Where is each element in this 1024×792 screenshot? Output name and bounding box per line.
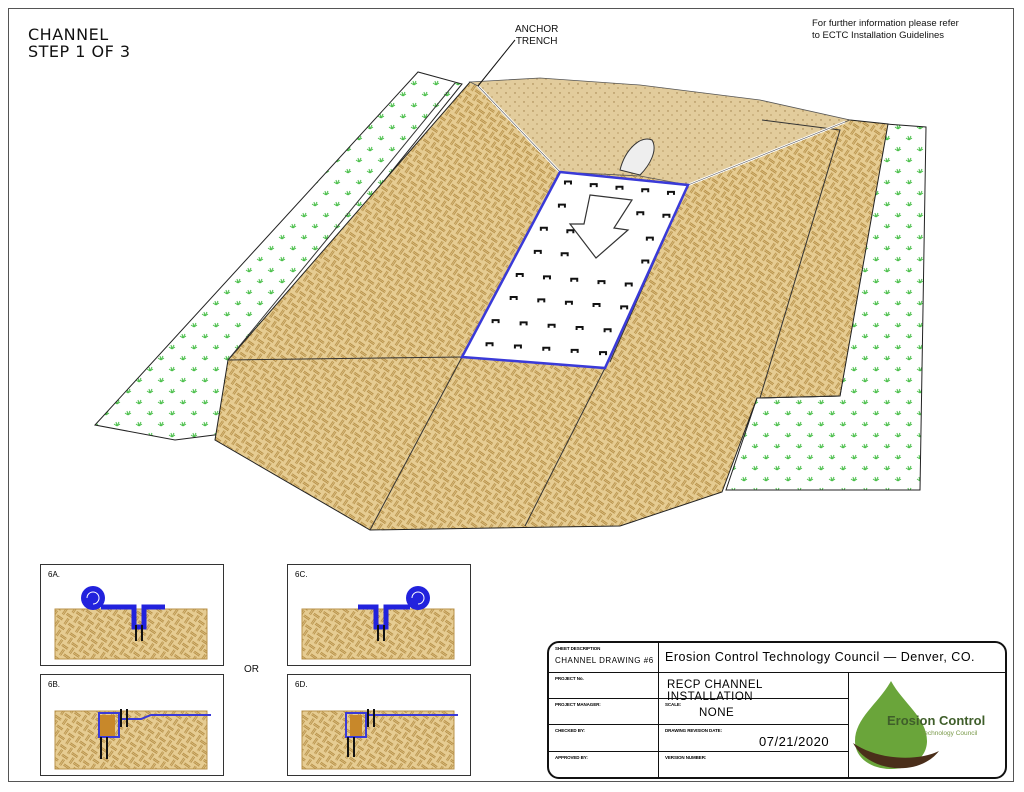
staple-mark: [563, 180, 572, 185]
field-label: PROJECT MANAGER:: [555, 702, 601, 707]
or-label: OR: [244, 664, 259, 675]
anchor-trench-callout: ANCHOR TRENCH: [515, 24, 558, 48]
staple-mark: [564, 300, 573, 305]
staple-mark: [515, 272, 524, 277]
organization-cell: Erosion Control Technology Council — Den…: [659, 643, 1005, 673]
title-line: CHANNEL: [28, 25, 109, 44]
erosion-control-blanket: [460, 170, 690, 370]
field-label: SHEET DESCRIPTION: [555, 646, 601, 651]
field-label: SCALE:: [665, 702, 682, 707]
detail-6a: 6A.: [40, 564, 224, 666]
step-label: STEP 1 OF 3: [28, 42, 131, 61]
staple-mark: [624, 282, 633, 287]
staple-mark: [570, 277, 579, 282]
callout-line: TRENCH: [515, 36, 558, 47]
staple-mark: [547, 323, 556, 328]
scale-cell: SCALE: NONE: [659, 699, 849, 725]
staple-mark: [589, 183, 598, 188]
staple-mark: [513, 344, 522, 349]
staple-mark: [509, 296, 518, 301]
staple-mark: [597, 280, 606, 285]
note-line: For further information please refer: [812, 18, 959, 29]
organization-name: Erosion Control Technology Council — Den…: [665, 650, 976, 664]
staple-mark: [615, 185, 624, 190]
note-line: to ECTC Installation Guidelines: [812, 30, 945, 41]
title-block: SHEET DESCRIPTION CHANNEL DRAWING #6 Ero…: [547, 641, 1007, 779]
staple-mark: [570, 348, 579, 353]
blanket-roll: [619, 138, 655, 176]
staple-mark: [641, 259, 650, 264]
staple-mark: [539, 226, 548, 231]
reference-note: For further information please refer to …: [812, 18, 959, 42]
sheet-description: CHANNEL DRAWING #6: [555, 656, 654, 665]
field-label: APPROVED BY:: [555, 755, 588, 760]
staple-mark: [645, 236, 654, 241]
project-name-cell: RECP CHANNEL INSTALLATION: [659, 673, 849, 703]
staple-mark: [560, 252, 569, 257]
detail-6d: 6D.: [287, 674, 471, 776]
version-cell: VERSION NUMBER:: [659, 752, 849, 777]
field-label: CHECKED BY:: [555, 728, 585, 733]
field-label: VERSION NUMBER:: [665, 755, 707, 760]
staple-mark: [636, 211, 645, 216]
staple-mark: [542, 346, 551, 351]
scale-value: NONE: [699, 707, 735, 719]
staple-mark: [542, 275, 551, 280]
staple-mark: [557, 203, 566, 208]
svg-text:Erosion Control: Erosion Control: [887, 713, 985, 728]
flow-direction-arrow: [568, 194, 634, 259]
staple-mark: [603, 328, 612, 333]
revision-date-cell: DRAWING REVISION DATE: 07/21/2020: [659, 725, 849, 752]
detail-label: 6D.: [295, 680, 308, 689]
approved-by-cell: APPROVED BY:: [549, 752, 659, 777]
checked-by-cell: CHECKED BY:: [549, 725, 659, 752]
staple-mark: [491, 319, 500, 324]
staple-mark: [485, 342, 494, 347]
staple-mark: [641, 188, 650, 193]
svg-text:Technology Council: Technology Council: [921, 730, 978, 737]
detail-label: 6A.: [48, 570, 61, 579]
field-label: DRAWING REVISION DATE:: [665, 728, 722, 733]
detail-6b: 6B.: [40, 674, 224, 776]
staple-marks: [485, 180, 675, 356]
staple-mark: [519, 321, 528, 326]
staple-mark: [662, 213, 671, 218]
staple-mark: [575, 325, 584, 330]
staple-mark: [666, 190, 675, 195]
staple-mark: [592, 303, 601, 308]
project-no-cell: PROJECT No.: [549, 673, 659, 699]
staple-mark: [537, 298, 546, 303]
staple-mark: [620, 305, 629, 310]
detail-label: 6C.: [295, 570, 308, 579]
detail-6c: 6C.: [287, 564, 471, 666]
revision-date: 07/21/2020: [759, 734, 830, 749]
drawing-frame: [8, 8, 1014, 782]
callout-line: ANCHOR: [515, 24, 559, 35]
drawing-title: CHANNEL STEP 1 OF 3: [28, 26, 131, 60]
staple-mark: [533, 249, 542, 254]
staple-mark: [566, 229, 575, 234]
ectc-logo: Erosion Control Technology Council: [849, 673, 1005, 777]
project-manager-cell: PROJECT MANAGER:: [549, 699, 659, 725]
project-name: RECP CHANNEL INSTALLATION: [667, 679, 763, 703]
staple-mark: [599, 351, 608, 356]
detail-label: 6B.: [48, 680, 61, 689]
field-label: PROJECT No.: [555, 676, 584, 681]
sheet-description-cell: SHEET DESCRIPTION CHANNEL DRAWING #6: [549, 643, 659, 673]
